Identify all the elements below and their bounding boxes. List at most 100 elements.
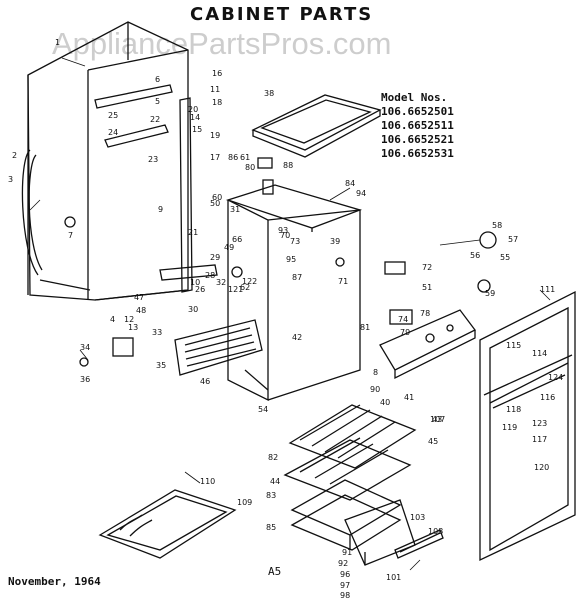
callout-29: 29	[210, 253, 220, 262]
callout-4: 4	[110, 315, 115, 324]
callout-22: 22	[150, 115, 160, 124]
callout-38: 38	[264, 89, 274, 98]
callout-90: 90	[370, 385, 380, 394]
callout-107: 107	[430, 415, 445, 424]
top-cover-part	[251, 94, 382, 158]
model-numbers-block: Model Nos. 106.6652501 106.6652511 106.6…	[381, 91, 454, 161]
callout-121: 121	[228, 285, 243, 294]
control-housing	[379, 309, 476, 380]
callout-118: 118	[506, 405, 521, 414]
callout-44: 44	[270, 477, 280, 486]
callout-78: 78	[420, 309, 430, 318]
callout-108: 108	[428, 527, 443, 536]
page-code: A5	[268, 565, 282, 578]
callout-17: 17	[210, 153, 220, 162]
callout-59: 59	[485, 289, 495, 298]
callout-80: 80	[245, 163, 255, 172]
callout-92: 92	[338, 559, 348, 568]
callout-10: 10	[190, 278, 200, 287]
diagram-title: CABINET PARTS	[190, 4, 374, 25]
callout-70: 70	[280, 231, 290, 240]
footer-date: November, 1964	[8, 575, 101, 588]
models-heading: Model Nos.	[381, 91, 448, 104]
callout-82: 82	[268, 453, 278, 462]
callout-18: 18	[212, 98, 222, 107]
callout-2: 2	[12, 151, 17, 160]
callout-60: 60	[212, 193, 222, 202]
model-number: 106.6652521	[381, 133, 454, 146]
small-components	[64, 157, 497, 367]
callout-114: 114	[532, 349, 547, 358]
shelves	[283, 404, 417, 551]
callout-79: 79	[400, 328, 410, 337]
model-number: 106.6652501	[381, 105, 454, 118]
callout-54: 54	[258, 405, 268, 414]
callout-41: 41	[404, 393, 414, 402]
callout-45: 45	[428, 437, 438, 446]
callout-66: 66	[232, 235, 242, 244]
callout-layer: 1234567891011121314151617181920212223242…	[8, 38, 563, 600]
callout-58: 58	[492, 221, 502, 230]
callout-110: 110	[200, 477, 215, 486]
callout-12: 12	[124, 315, 134, 324]
callout-1: 1	[55, 38, 60, 47]
callout-98: 98	[340, 591, 350, 600]
callout-85: 85	[266, 523, 276, 532]
callout-83: 83	[266, 491, 276, 500]
callout-15: 15	[192, 125, 202, 134]
cabinet-shell	[21, 21, 189, 301]
callout-26: 26	[195, 285, 205, 294]
callout-46: 46	[200, 377, 210, 386]
callout-86: 86	[228, 153, 238, 162]
callout-71: 71	[338, 277, 348, 286]
callout-95: 95	[286, 255, 296, 264]
callout-87: 87	[292, 273, 302, 282]
callout-30: 30	[188, 305, 198, 314]
callout-48: 48	[136, 306, 146, 315]
bottom-tray	[98, 489, 237, 559]
callout-72: 72	[422, 263, 432, 272]
callout-97: 97	[340, 581, 350, 590]
callout-3: 3	[8, 175, 13, 184]
callout-9: 9	[158, 205, 163, 214]
callout-5: 5	[155, 97, 160, 106]
callout-32: 32	[216, 278, 226, 287]
callout-47: 47	[134, 293, 144, 302]
callout-57: 57	[508, 235, 518, 244]
callout-84: 84	[345, 179, 355, 188]
callout-103: 103	[410, 513, 425, 522]
callout-51: 51	[422, 283, 432, 292]
callout-119: 119	[502, 423, 517, 432]
callout-24: 24	[108, 128, 118, 137]
callout-56: 56	[470, 251, 480, 260]
leader-lines	[29, 57, 551, 571]
callout-20: 20	[188, 105, 198, 114]
callout-62: 62	[240, 283, 250, 292]
callout-40: 40	[380, 398, 390, 407]
callout-73: 73	[290, 237, 300, 246]
callout-117: 117	[532, 435, 547, 444]
callout-43: 43	[432, 415, 442, 424]
callout-28: 28	[205, 271, 215, 280]
callout-55: 55	[500, 253, 510, 262]
callout-122: 122	[242, 277, 257, 286]
callout-8: 8	[373, 368, 378, 377]
grille-part	[174, 319, 263, 376]
callout-19: 19	[210, 131, 220, 140]
callout-36: 36	[80, 375, 90, 384]
callout-88: 88	[283, 161, 293, 170]
callout-81: 81	[360, 323, 370, 332]
callout-16: 16	[212, 69, 222, 78]
callout-49: 49	[224, 243, 234, 252]
liner-box	[225, 184, 363, 402]
callout-6: 6	[155, 75, 160, 84]
callout-116: 116	[540, 393, 555, 402]
callout-11: 11	[210, 85, 220, 94]
callout-34: 34	[80, 343, 90, 352]
callout-91: 91	[342, 548, 352, 557]
callout-14: 14	[190, 113, 200, 122]
callout-101: 101	[386, 573, 401, 582]
callout-111: 111	[540, 285, 555, 294]
